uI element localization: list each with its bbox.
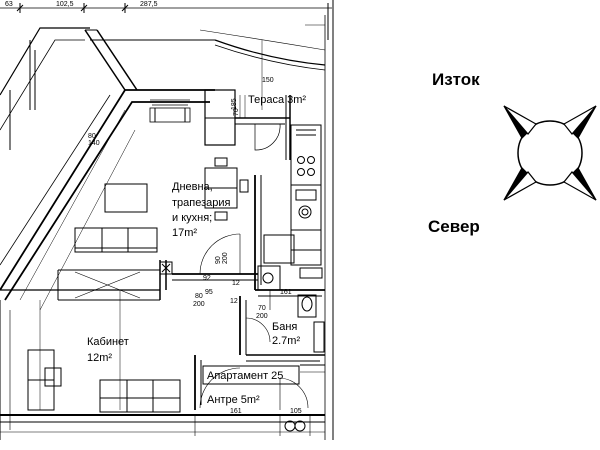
floor-plan-linework	[0, 0, 334, 440]
office-area: 12m²	[87, 352, 112, 364]
dim-right-150: 150	[262, 77, 274, 84]
living-room-area: 17m²	[172, 227, 197, 239]
living-room-label-line3: и кухня;	[172, 212, 212, 224]
dim-top-2875: 287,5	[140, 1, 158, 8]
dim-door-140: 140	[88, 140, 100, 147]
living-room-label-line1: Дневна,	[172, 181, 213, 193]
dim-161: 161	[280, 289, 292, 296]
dim-bottom-105: 105	[290, 408, 302, 415]
living-room-label-line2: трапезария	[172, 197, 231, 209]
office-label: Кабинет	[87, 336, 129, 348]
dim-bottom-161: 161	[230, 408, 242, 415]
dim-200a: 200	[222, 252, 229, 264]
compass-north-label: Север	[428, 217, 480, 236]
dim-95: 95	[205, 289, 213, 296]
dim-80b: 80	[195, 293, 203, 300]
compass-east-label: Изток	[432, 70, 480, 89]
dim-door-80: 80	[88, 133, 96, 140]
bathroom-label: Баня	[272, 321, 297, 333]
dim-200c: 200	[256, 313, 268, 320]
dim-top-63: 63	[5, 1, 13, 8]
dim-12a: 12	[232, 280, 240, 287]
compass-section: Изток Север	[428, 70, 597, 236]
dim-185: 185	[231, 98, 238, 110]
compass-rose-icon	[503, 105, 597, 201]
dim-70b: 70	[258, 305, 266, 312]
terrace-label: Тераса 3m²	[248, 94, 306, 106]
dim-70: 70	[233, 108, 240, 116]
dim-top-1025: 102,5	[56, 1, 74, 8]
hall-label: Антре 5m²	[207, 394, 260, 406]
apartment-label: Апартамент 25	[207, 370, 283, 382]
bathroom-area: 2.7m²	[272, 335, 300, 347]
dim-90: 90	[215, 256, 222, 264]
dim-12b: 12	[230, 298, 238, 305]
dim-92: 92	[203, 275, 211, 282]
dim-200b: 200	[193, 301, 205, 308]
